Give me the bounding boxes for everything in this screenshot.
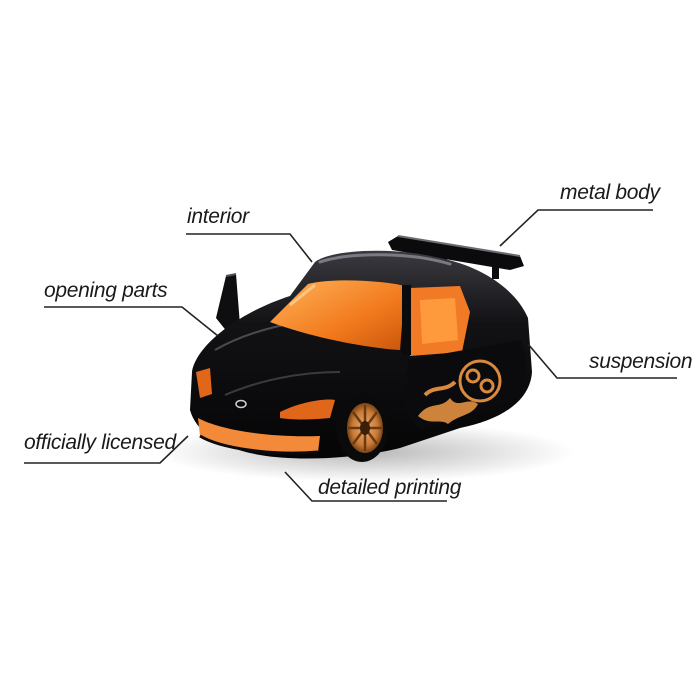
opened-door-right [405, 340, 526, 430]
callout-line-officially-licensed [24, 435, 189, 464]
callout-line-opening-parts [44, 306, 219, 337]
label-opening-parts: opening parts [44, 279, 168, 302]
label-interior: interior [187, 205, 249, 228]
callout-line-interior [186, 233, 313, 263]
label-officially-licensed: officially licensed [24, 431, 176, 454]
label-detailed-printing: detailed printing [318, 476, 462, 499]
callout-line-suspension [527, 343, 677, 379]
label-suspension: suspension [589, 350, 693, 373]
callout-line-detailed-printing [284, 471, 447, 502]
callout-line-metal-body [499, 209, 653, 247]
front-wheel [336, 394, 388, 462]
opened-door-left [216, 273, 240, 338]
headlights [196, 368, 335, 420]
callout-lines [24, 209, 677, 502]
interior-cabin [270, 280, 470, 356]
front-bumper [198, 418, 320, 455]
label-metal-body: metal body [560, 181, 660, 204]
rear-spoiler [388, 235, 524, 279]
brand-badge [235, 399, 247, 409]
